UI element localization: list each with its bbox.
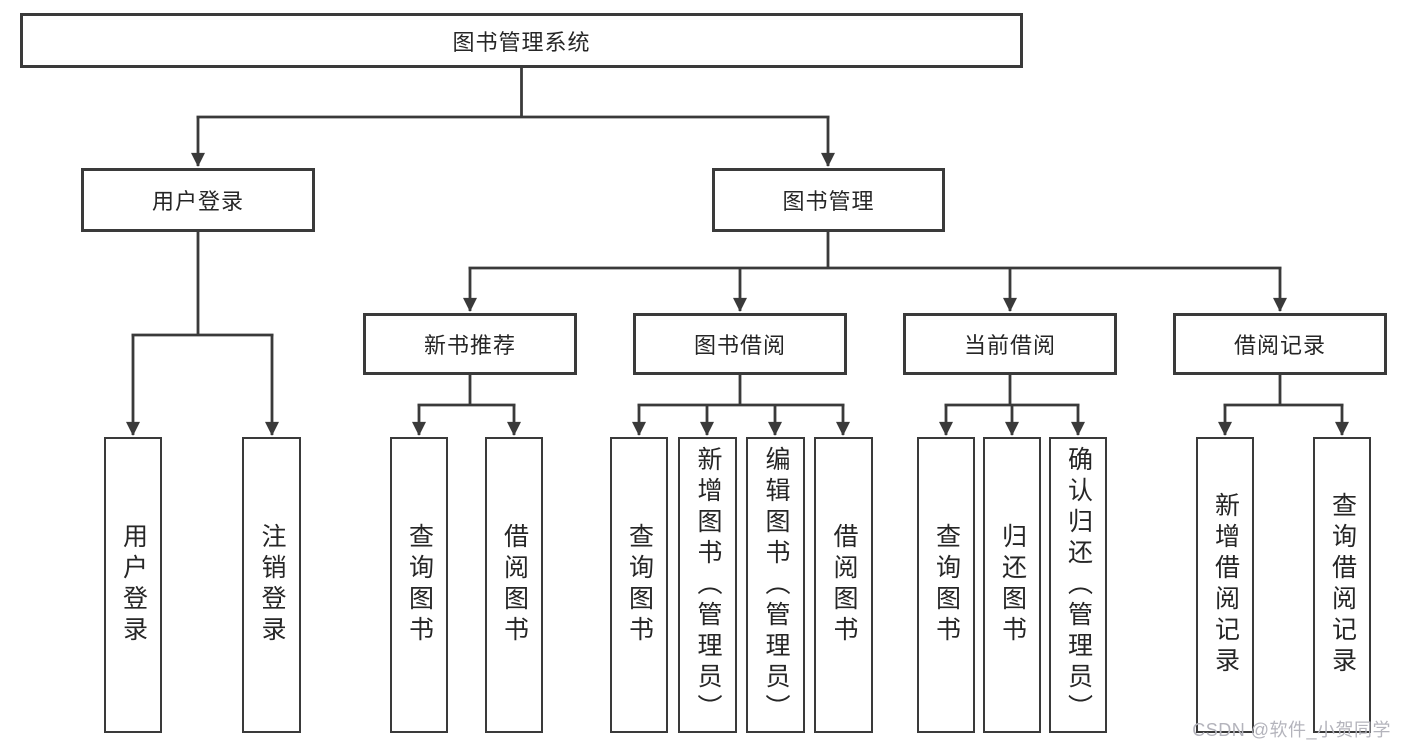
leaf-label: 借阅图书 xyxy=(500,523,529,647)
leaf-query-borrow-record: 查询借阅记录 xyxy=(1313,437,1371,733)
leaf-query-books-current: 查询图书 xyxy=(917,437,975,733)
node-library-management-system: 图书管理系统 xyxy=(20,13,1023,68)
leaf-label: 注销登录 xyxy=(258,523,286,647)
leaf-label: 编辑图书（管理员） xyxy=(762,445,790,725)
csdn-watermark: CSDN @软件_小贺同学 xyxy=(1192,720,1391,740)
leaf-label: 借阅图书 xyxy=(830,523,858,647)
leaf-label: 新增图书（管理员） xyxy=(694,445,722,725)
leaf-label: 查询借阅记录 xyxy=(1328,492,1357,678)
leaf-query-books-recommend: 查询图书 xyxy=(390,437,448,733)
node-current-borrow: 当前借阅 xyxy=(903,313,1117,375)
leaf-borrow-books: 借阅图书 xyxy=(814,437,873,733)
node-label: 当前借阅 xyxy=(963,333,1056,358)
node-user-login: 用户登录 xyxy=(81,168,315,232)
leaf-label: 用户登录 xyxy=(119,523,148,647)
leaf-label: 查询图书 xyxy=(625,523,654,647)
leaf-logout: 注销登录 xyxy=(242,437,301,733)
leaf-edit-book-admin: 编辑图书（管理员） xyxy=(746,437,805,733)
node-book-borrow: 图书借阅 xyxy=(633,313,847,375)
leaf-add-book-admin: 新增图书（管理员） xyxy=(678,437,737,733)
node-label: 图书管理 xyxy=(782,189,875,214)
leaf-label: 新增借阅记录 xyxy=(1211,492,1240,678)
node-label: 用户登录 xyxy=(151,189,244,214)
leaf-label: 归还图书 xyxy=(998,523,1027,647)
leaf-borrow-books-recommend: 借阅图书 xyxy=(485,437,543,733)
node-label: 图书借阅 xyxy=(693,333,786,358)
leaf-label: 查询图书 xyxy=(932,523,961,647)
leaf-label: 查询图书 xyxy=(405,523,434,647)
node-label: 图书管理系统 xyxy=(452,29,591,55)
leaf-confirm-return-admin: 确认归还（管理员） xyxy=(1049,437,1107,733)
node-label: 借阅记录 xyxy=(1233,333,1326,358)
leaf-return-book: 归还图书 xyxy=(983,437,1041,733)
leaf-user-login: 用户登录 xyxy=(104,437,162,733)
node-borrow-records: 借阅记录 xyxy=(1173,313,1387,375)
leaf-query-books-borrow: 查询图书 xyxy=(610,437,668,733)
leaf-add-borrow-record: 新增借阅记录 xyxy=(1196,437,1254,733)
node-new-book-recommend: 新书推荐 xyxy=(363,313,577,375)
node-label: 新书推荐 xyxy=(423,333,516,358)
node-book-management: 图书管理 xyxy=(712,168,945,232)
leaf-label: 确认归还（管理员） xyxy=(1064,445,1093,725)
